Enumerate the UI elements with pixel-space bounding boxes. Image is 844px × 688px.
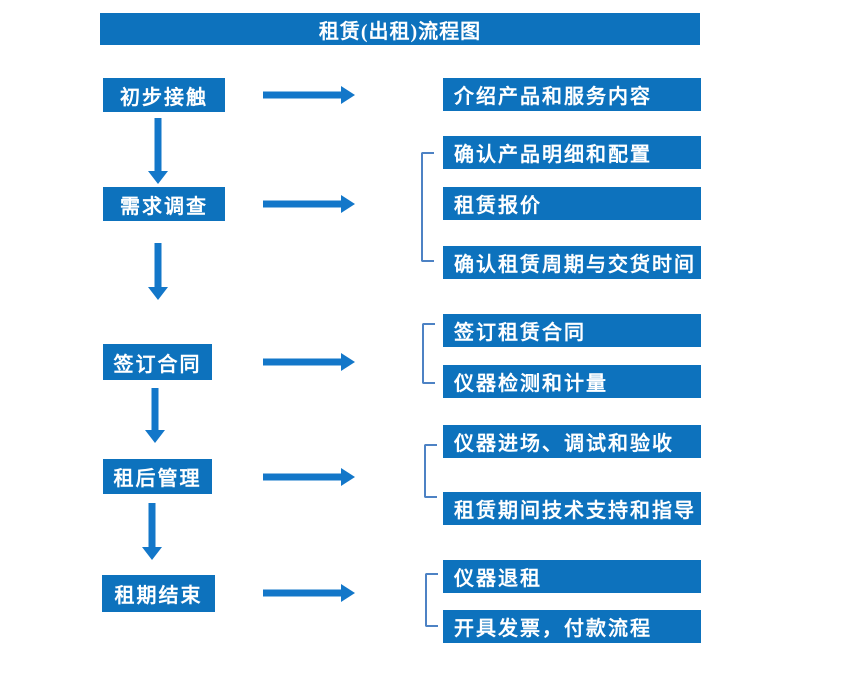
down-arrow-icon: [145, 388, 165, 443]
detail-introduce-products: 介绍产品和服务内容: [443, 78, 701, 111]
detail-invoice-payment: 开具发票，付款流程: [443, 610, 701, 643]
detail-confirm-product-details: 确认产品明细和配置: [443, 136, 701, 169]
down-arrow-shaft: [154, 243, 162, 288]
step-post-rental-management: 租后管理: [103, 459, 212, 494]
right-arrow-icon: [263, 584, 355, 602]
down-arrow-shaft: [148, 503, 156, 548]
right-arrow-shaft: [263, 589, 342, 597]
step-initial-contact: 初步接触: [103, 78, 225, 112]
group-bracket-icon: [422, 323, 435, 384]
detail-confirm-rental-period: 确认租赁周期与交货时间: [443, 246, 701, 279]
right-arrow-icon: [263, 195, 355, 213]
right-arrow-shaft: [263, 200, 342, 208]
down-arrow-head: [145, 430, 165, 443]
detail-instrument-entry-acceptance: 仪器进场、调试和验收: [443, 425, 701, 458]
detail-instrument-testing: 仪器检测和计量: [443, 365, 701, 398]
group-bracket-icon: [421, 152, 434, 262]
group-bracket-icon: [425, 573, 438, 627]
down-arrow-icon: [148, 118, 168, 184]
right-arrow-head: [341, 468, 355, 486]
right-arrow-head: [341, 195, 355, 213]
right-arrow-head: [341, 584, 355, 602]
group-bracket-icon: [424, 444, 437, 498]
detail-tech-support: 租赁期间技术支持和指导: [443, 492, 701, 525]
flow-title: 租赁(出租)流程图: [100, 13, 700, 45]
right-arrow-shaft: [263, 358, 342, 366]
down-arrow-icon: [142, 503, 162, 560]
detail-instrument-return: 仪器退租: [443, 560, 701, 593]
right-arrow-icon: [263, 468, 355, 486]
down-arrow-icon: [148, 243, 168, 300]
down-arrow-shaft: [151, 388, 159, 431]
right-arrow-icon: [263, 353, 355, 371]
right-arrow-head: [341, 353, 355, 371]
down-arrow-head: [148, 171, 168, 184]
step-rental-end: 租期结束: [102, 575, 215, 612]
right-arrow-icon: [263, 86, 355, 104]
down-arrow-head: [148, 287, 168, 300]
right-arrow-head: [341, 86, 355, 104]
step-demand-survey: 需求调查: [103, 187, 225, 221]
down-arrow-shaft: [154, 118, 162, 172]
step-sign-contract: 签订合同: [103, 344, 212, 380]
detail-rental-quote: 租赁报价: [443, 187, 701, 220]
detail-sign-rental-contract: 签订租赁合同: [443, 314, 701, 347]
down-arrow-head: [142, 547, 162, 560]
right-arrow-shaft: [263, 91, 342, 99]
right-arrow-shaft: [263, 473, 342, 481]
